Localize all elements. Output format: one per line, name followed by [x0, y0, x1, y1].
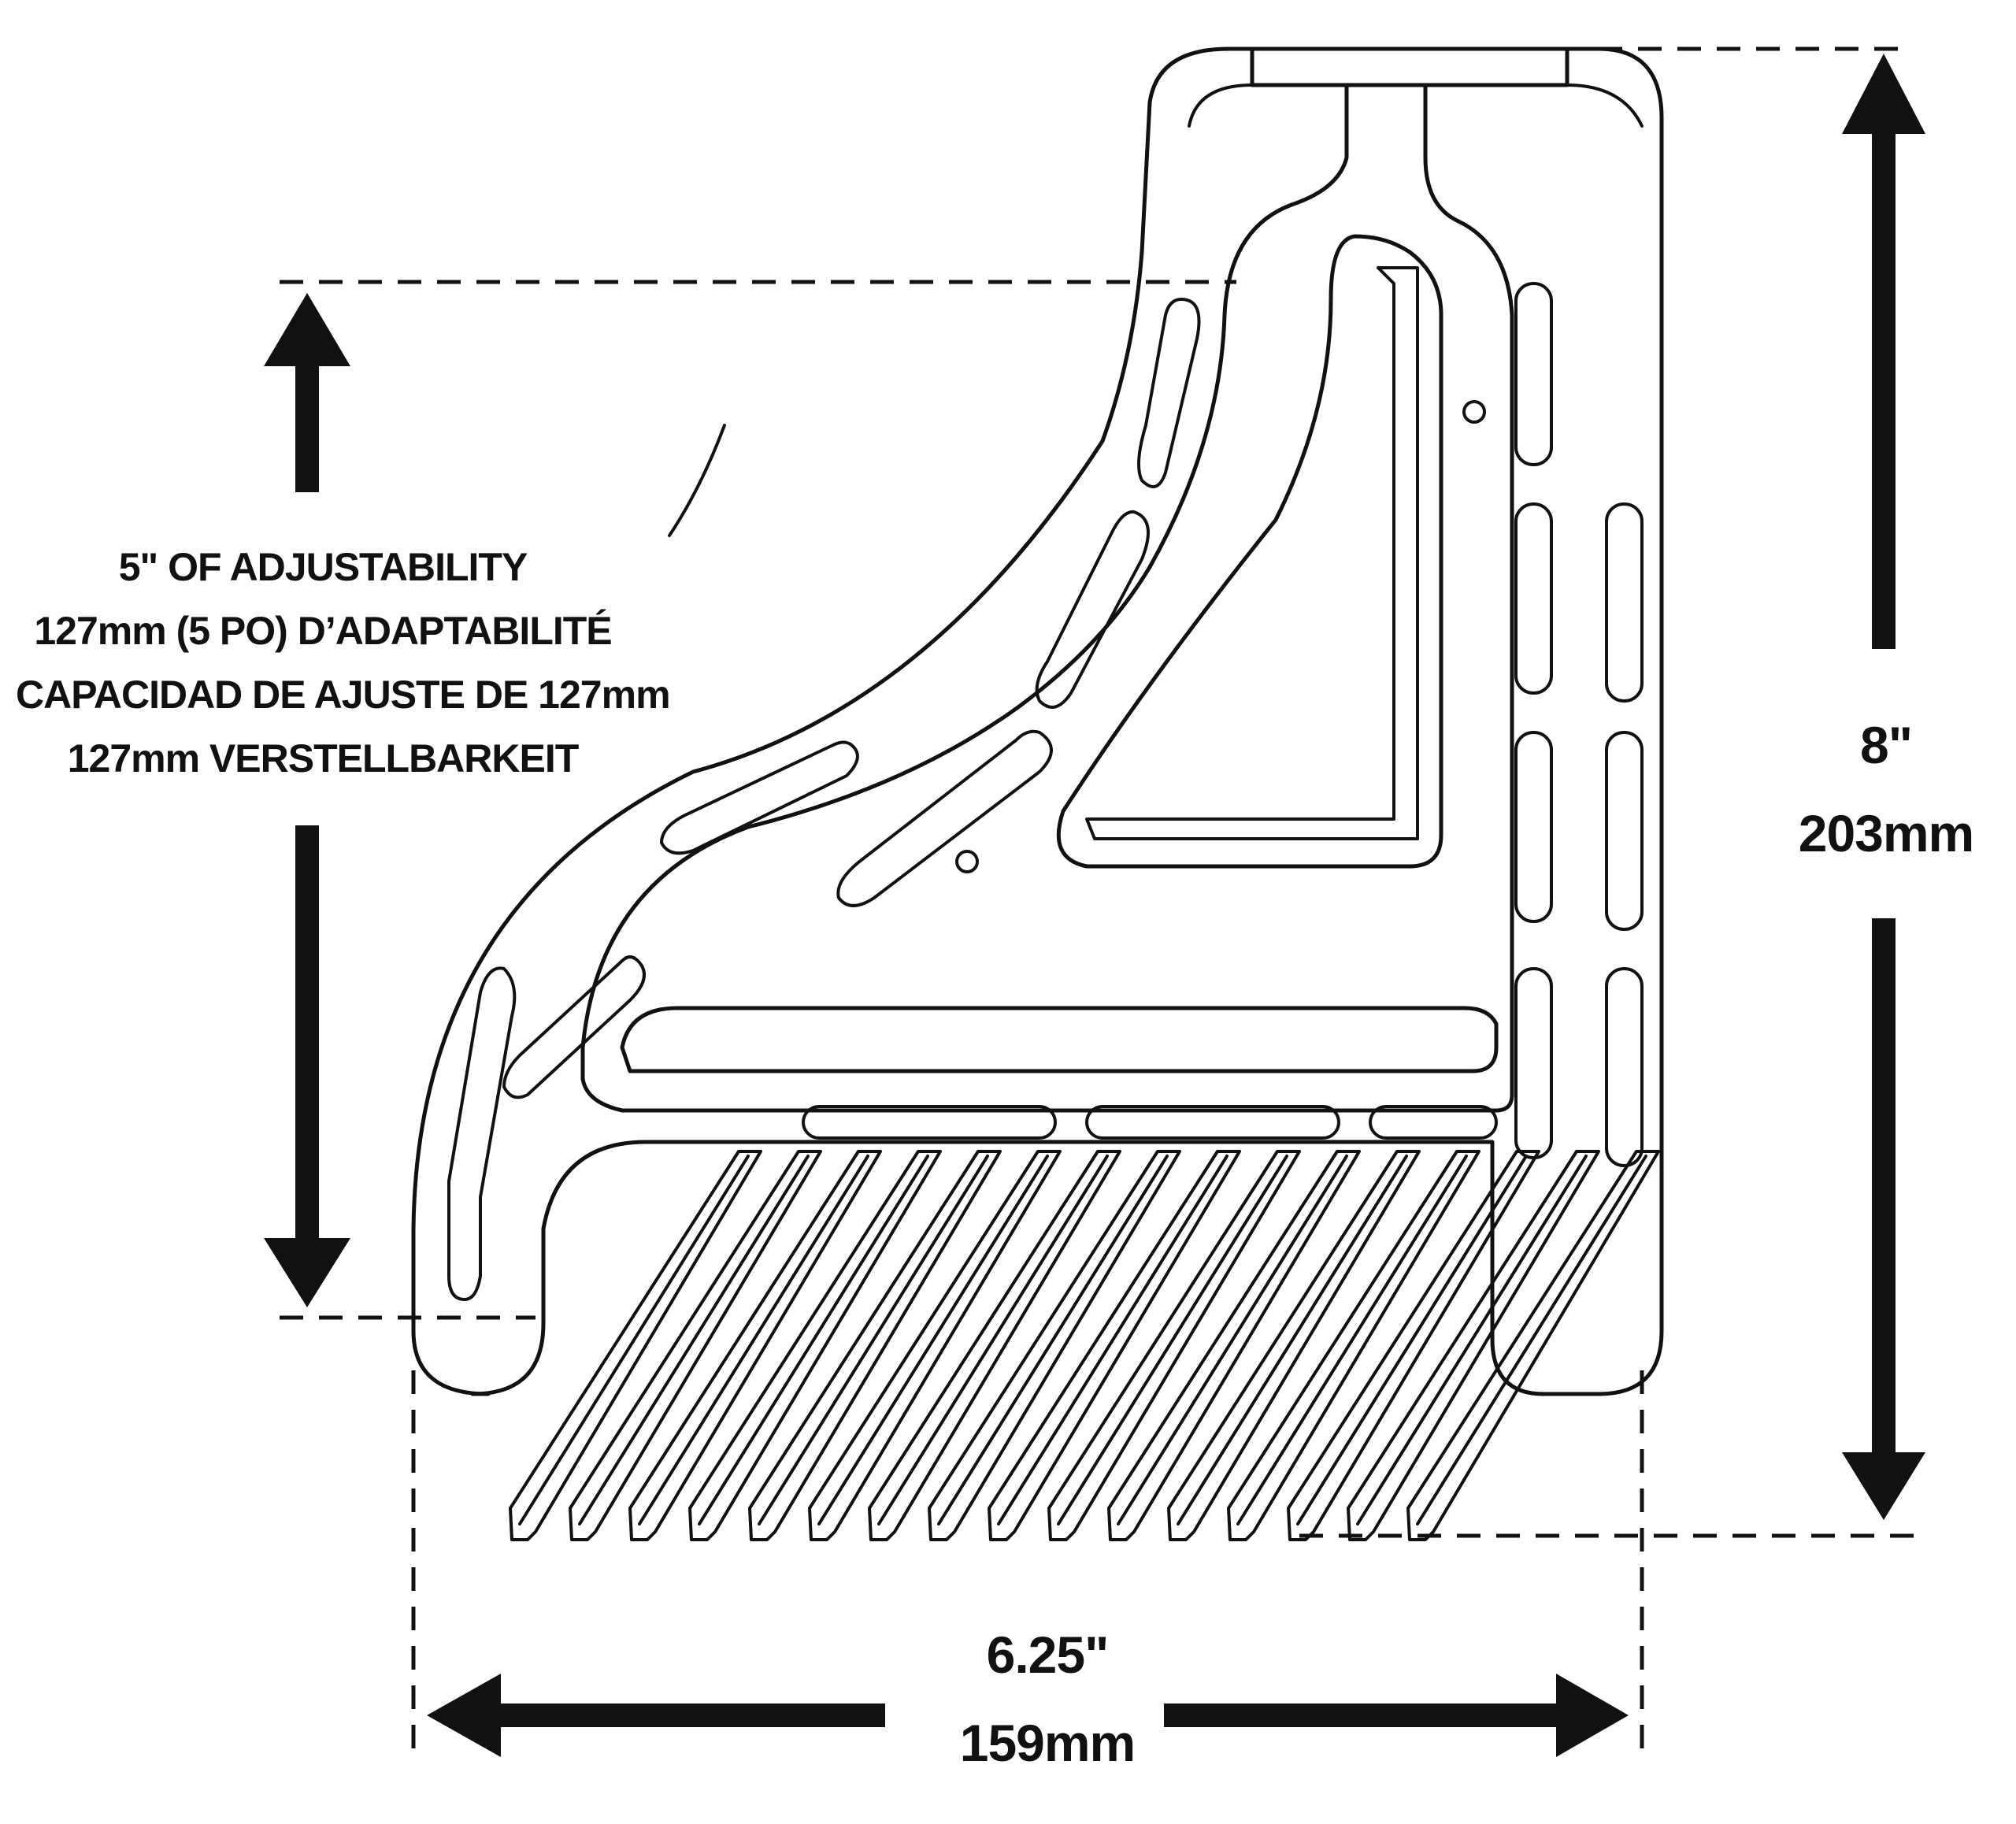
- width-label: 6.25" 159mm: [898, 1611, 1197, 1787]
- finger: [688, 1150, 942, 1541]
- featherboard-fingers: [509, 1150, 1660, 1541]
- extension-lines: [280, 46, 1914, 1748]
- height-arrow-up-icon: [1842, 54, 1925, 134]
- finger-edge: [758, 1155, 989, 1526]
- finger: [1287, 1150, 1540, 1541]
- finger: [1227, 1150, 1480, 1541]
- adjustability-dimension-arrow: [264, 293, 350, 1307]
- finger: [1167, 1150, 1421, 1541]
- finger: [1347, 1150, 1600, 1541]
- finger: [1047, 1150, 1301, 1541]
- finger: [628, 1150, 882, 1541]
- finger-edge: [817, 1155, 1049, 1526]
- finger-edge: [997, 1155, 1228, 1526]
- finger: [1107, 1150, 1361, 1541]
- adjustability-label: 5" OF ADJUSTABILITY 127mm (5 PO) D’ADAPT…: [16, 536, 671, 791]
- width-arrow-right-icon: [1556, 1674, 1629, 1757]
- adjustability-french: 127mm (5 PO) D’ADAPTABILITÉ: [34, 609, 612, 653]
- adjust-arrow-down-icon: [264, 1238, 350, 1307]
- finger-edge: [698, 1155, 929, 1526]
- finger-edge: [518, 1155, 750, 1526]
- height-arrow-down-icon: [1842, 1452, 1925, 1520]
- finger-edge: [1177, 1155, 1408, 1526]
- height-label: 8" 203mm: [1776, 701, 1996, 877]
- finger: [509, 1150, 762, 1541]
- height-dimension-arrow: [1842, 54, 1925, 1520]
- featherboard-outline: [411, 46, 1664, 1396]
- finger: [1406, 1150, 1660, 1541]
- finger: [748, 1150, 1002, 1541]
- width-imperial: 6.25": [986, 1626, 1110, 1684]
- width-metric: 159mm: [959, 1714, 1136, 1772]
- finger-edge: [1057, 1155, 1288, 1526]
- width-dimension-arrow: [427, 1674, 1629, 1757]
- finger-edge: [578, 1155, 810, 1526]
- width-arrow-left-icon: [427, 1674, 501, 1757]
- adjustability-english: 5" OF ADJUSTABILITY: [118, 545, 528, 589]
- height-metric: 203mm: [1798, 804, 1975, 862]
- finger: [808, 1150, 1062, 1541]
- adjust-arrow-up-icon: [264, 293, 350, 366]
- finger: [868, 1150, 1121, 1541]
- adjustability-spanish: CAPACIDAD DE AJUSTE DE 127mm: [16, 673, 671, 717]
- finger-edge: [638, 1155, 869, 1526]
- finger: [988, 1150, 1241, 1541]
- finger-edge: [877, 1155, 1109, 1526]
- finger-edge: [1416, 1155, 1647, 1526]
- finger: [928, 1150, 1181, 1541]
- adjustability-german: 127mm VERSTELLBARKEIT: [67, 736, 580, 780]
- finger-edge: [1117, 1155, 1348, 1526]
- finger-edge: [1356, 1155, 1588, 1526]
- finger: [569, 1150, 822, 1541]
- finger-edge: [1236, 1155, 1468, 1526]
- finger-edge: [1296, 1155, 1528, 1526]
- height-imperial: 8": [1860, 716, 1913, 774]
- finger-edge: [937, 1155, 1169, 1526]
